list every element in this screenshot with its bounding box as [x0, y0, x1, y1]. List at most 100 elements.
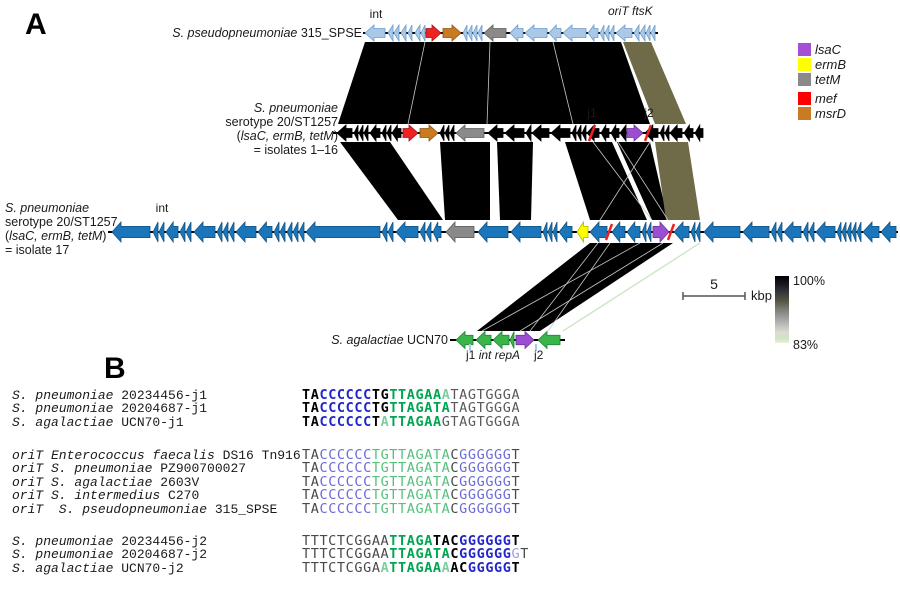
gene-arrow [846, 221, 852, 243]
gene-arrow [802, 221, 809, 243]
gene-arrow [626, 220, 641, 244]
sequence: TACCCCCCTATTAGAAGTAGTGGGA [302, 413, 521, 430]
gene-arrow [646, 221, 652, 243]
gene-arrow [492, 330, 510, 350]
gene-arrow-tetM [455, 124, 485, 142]
synteny-hairline [547, 242, 611, 332]
legend-swatch-tetM [798, 73, 811, 86]
identity-gradient-bar [775, 276, 789, 343]
annotation: j2 [643, 106, 654, 120]
gene-arrow [664, 124, 670, 142]
gene-arrow-msrD [419, 124, 439, 142]
gene-arrow [407, 24, 413, 42]
gene-arrow [286, 221, 293, 243]
sequence-name: S. pneumoniae 20204687-j1 [12, 401, 208, 417]
gene-arrow [669, 123, 683, 143]
gene-arrow [152, 221, 159, 243]
synteny-block-olive [655, 142, 700, 220]
gene-arrow-lsaC [652, 220, 670, 244]
gene-arrow [449, 124, 455, 142]
gene-arrow [558, 220, 573, 244]
panel-b-label: B [104, 352, 126, 385]
gene-arrow [862, 220, 880, 244]
gene-arrow [695, 221, 701, 243]
gene-arrow [425, 221, 432, 243]
gene-arrow [395, 220, 419, 244]
annotation: j1 [586, 106, 597, 120]
legend-swatch-lsaC [798, 43, 811, 56]
gene-arrow [477, 220, 509, 244]
alignment-row: oriT Enterococcus faecalis DS16 Tn916TAC… [12, 447, 521, 463]
synteny-block-black [477, 243, 673, 331]
gene-arrow [444, 124, 450, 142]
gene-arrow [235, 220, 257, 244]
gene-arrow-tetM [445, 220, 475, 244]
gene-arrow [298, 221, 305, 243]
gene-arrow [836, 221, 842, 243]
gene-arrow [477, 24, 483, 42]
alignment-row: S. pneumoniae 20204687-j1 TACCCCCCTGTTAGA… [12, 400, 521, 417]
gene-arrow [770, 221, 777, 243]
gene-arrow [851, 221, 857, 243]
gene-arrow [694, 123, 704, 143]
annotation: oriT ftsK [608, 4, 654, 18]
junction-tick [666, 223, 676, 241]
sequence: TACCCCCCTGTTAGATACGGGGGGT [302, 473, 521, 490]
annotation: j2 [533, 348, 544, 362]
track-label-line: S. pneumoniae [254, 101, 338, 115]
sequence: TTTCTCGGAATTAGATACGGGGGGGT [302, 546, 529, 563]
gene-arrow [381, 221, 388, 243]
gene-arrow [537, 330, 561, 350]
gene-arrow [509, 24, 524, 42]
identity-bottom-label: 83% [793, 338, 818, 352]
gene-arrow-msrD [442, 24, 462, 42]
sequence: TACCCCCCTGTTAGATATAGTGGGA [302, 400, 521, 417]
sequence: TACCCCCCTGTTAGATACGGGGGGT [302, 447, 521, 463]
gene-arrow-ermB [576, 220, 589, 244]
gene-arrow-lsaC [515, 330, 535, 350]
gene-arrow [650, 24, 656, 42]
junction-tick [643, 124, 653, 142]
gene-arrow [589, 220, 608, 244]
gene-arrow [292, 221, 299, 243]
sequence: TACCCCCCTGTTAGATACGGGGGGT [302, 487, 521, 504]
gene-arrow [228, 221, 235, 243]
gene-arrow [400, 23, 407, 43]
gene-arrow [611, 220, 626, 244]
gene-arrow [393, 23, 400, 43]
sequence-name: S. pneumoniae 20234456-j1 [12, 388, 208, 403]
gene-arrow [273, 221, 280, 243]
gene-arrow [387, 23, 394, 43]
gene-arrow [587, 23, 599, 43]
gene-arrow [386, 124, 392, 142]
gene-arrow [841, 221, 847, 243]
gene-arrow [381, 124, 387, 142]
gene-arrow [610, 123, 620, 143]
gene-arrow [439, 124, 445, 142]
sequence-name: oriT Enterococcus faecalis DS16 Tn916 [12, 448, 301, 463]
gene-arrow [467, 24, 473, 42]
gene-arrow [600, 123, 610, 143]
gene-arrow [645, 24, 651, 42]
gene-arrow [216, 221, 223, 243]
sequence: TTTCTCGGAATTAGATACGGGGGGT [302, 533, 521, 549]
gene-arrow [615, 24, 633, 42]
gene-arrow [414, 23, 421, 43]
gene-arrow [222, 221, 229, 243]
identity-top-label: 100% [793, 274, 825, 288]
gene-arrow [815, 220, 836, 244]
gene-arrow [305, 220, 381, 244]
gene-arrow [111, 220, 151, 244]
sequence-name: oriT S. pneumoniae PZ900700027 [12, 461, 247, 477]
gene-arrow [455, 330, 474, 350]
legend-swatch-ermB [798, 58, 811, 71]
gene-arrow [703, 220, 741, 244]
